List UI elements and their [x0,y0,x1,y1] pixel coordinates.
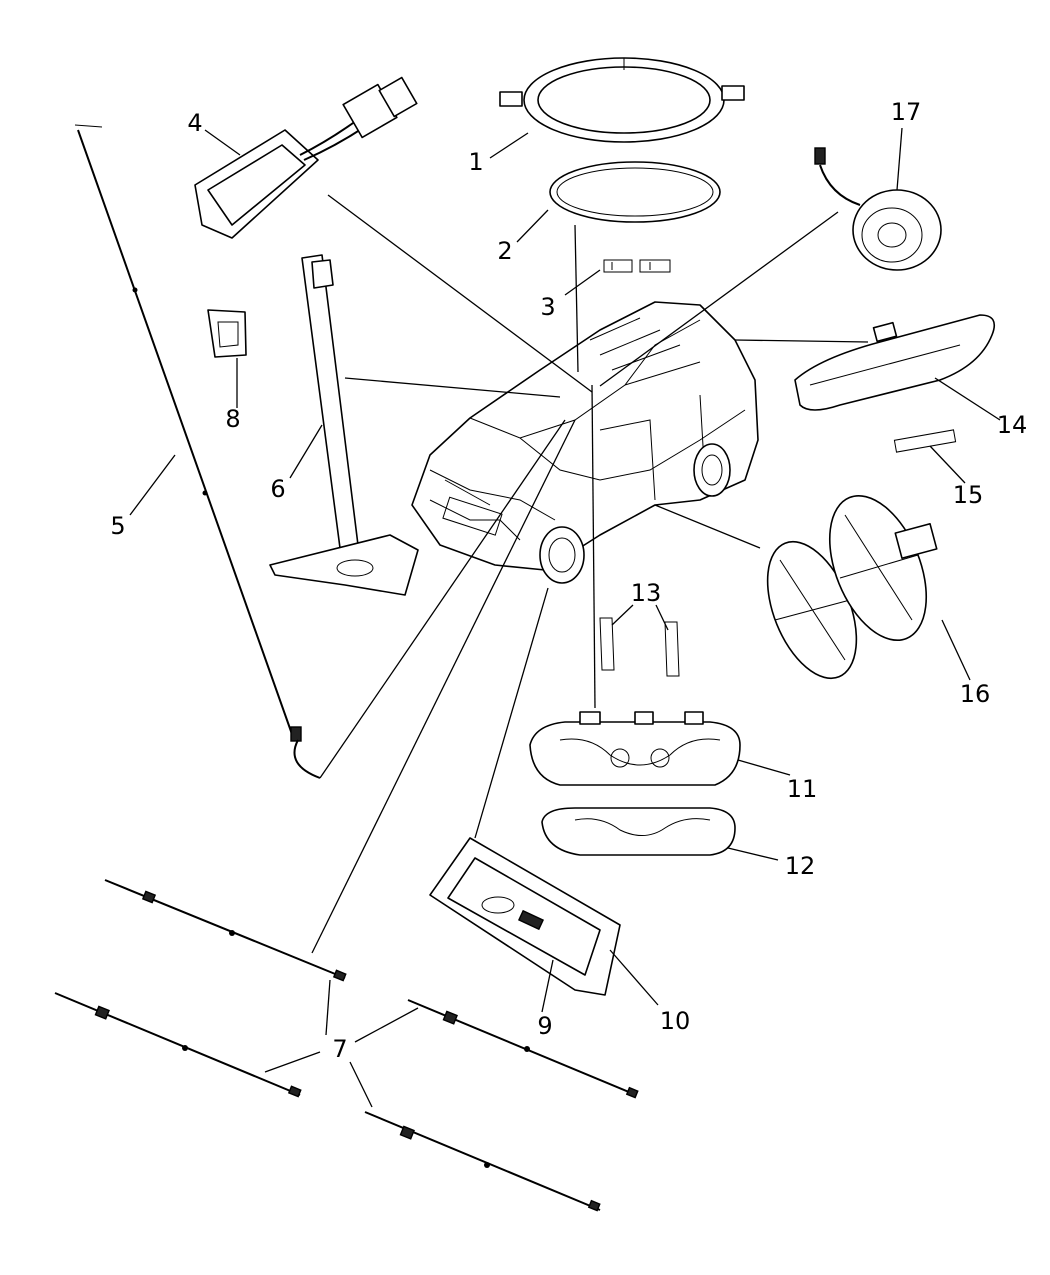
callout-4: 4 [187,109,202,137]
callout-11: 11 [787,775,818,803]
part-17-switch [814,147,942,271]
callout-13: 13 [631,579,662,607]
callout-1: 1 [468,148,483,176]
callout-10: 10 [660,1007,691,1035]
callout-2: 2 [497,237,512,265]
callout-7: 7 [332,1035,347,1063]
callout-12: 12 [785,852,816,880]
callout-5: 5 [110,512,125,540]
part-4-module [194,76,418,239]
leader-lines [129,127,1001,1108]
callout-numbers: 1 2 3 4 5 6 7 8 9 10 11 12 13 14 15 16 1… [110,98,1027,1063]
part-8-clip [207,309,247,358]
part-9-switch [517,909,545,931]
callout-14: 14 [997,411,1028,439]
part-5-antenna-cable [74,124,321,779]
part-3-bulbs [603,259,671,273]
callout-15: 15 [953,481,984,509]
part-11-console-assembly [529,711,741,786]
callout-16: 16 [960,680,991,708]
part-15-bulb [893,429,957,453]
part-12-console-lens [541,807,736,856]
part-2-lens [549,161,721,223]
callout-3: 3 [540,293,555,321]
part-16-dome-lamp [766,494,938,680]
part-13-fuses [599,617,680,677]
callout-8: 8 [225,405,240,433]
callout-6: 6 [270,475,285,503]
minivan-illustration [411,301,759,584]
part-1-console-bezel [499,57,745,143]
callout-9: 9 [537,1012,552,1040]
part-6-bracket [269,254,419,596]
part-14-dome-lamp [794,314,996,411]
callout-17: 17 [891,98,922,126]
part-7-wire-harnesses [54,879,639,1212]
